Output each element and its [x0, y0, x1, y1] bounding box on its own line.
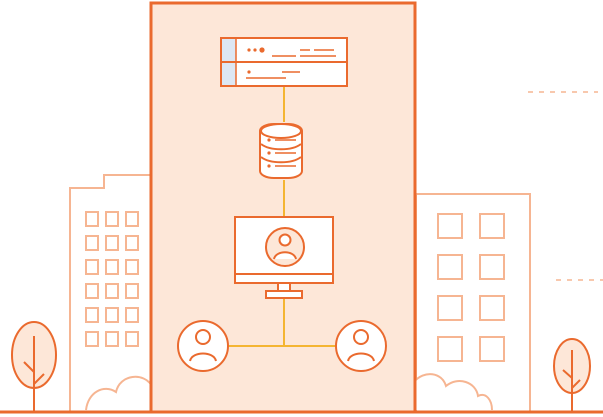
right-building-windows [437, 213, 505, 362]
tree-icon-right [553, 338, 591, 412]
server-rack-icon [220, 37, 348, 87]
database-icon [259, 123, 303, 179]
bushes [85, 373, 493, 411]
decorative-dashes [528, 91, 603, 281]
user-icon-left [177, 320, 229, 372]
network-connectors [222, 86, 338, 347]
right-building [415, 193, 531, 412]
left-building-windows [85, 211, 139, 347]
tree-icon-left [11, 321, 57, 412]
monitor-user-icon [234, 216, 334, 299]
left-building [69, 174, 153, 412]
user-icon-right [335, 320, 387, 372]
